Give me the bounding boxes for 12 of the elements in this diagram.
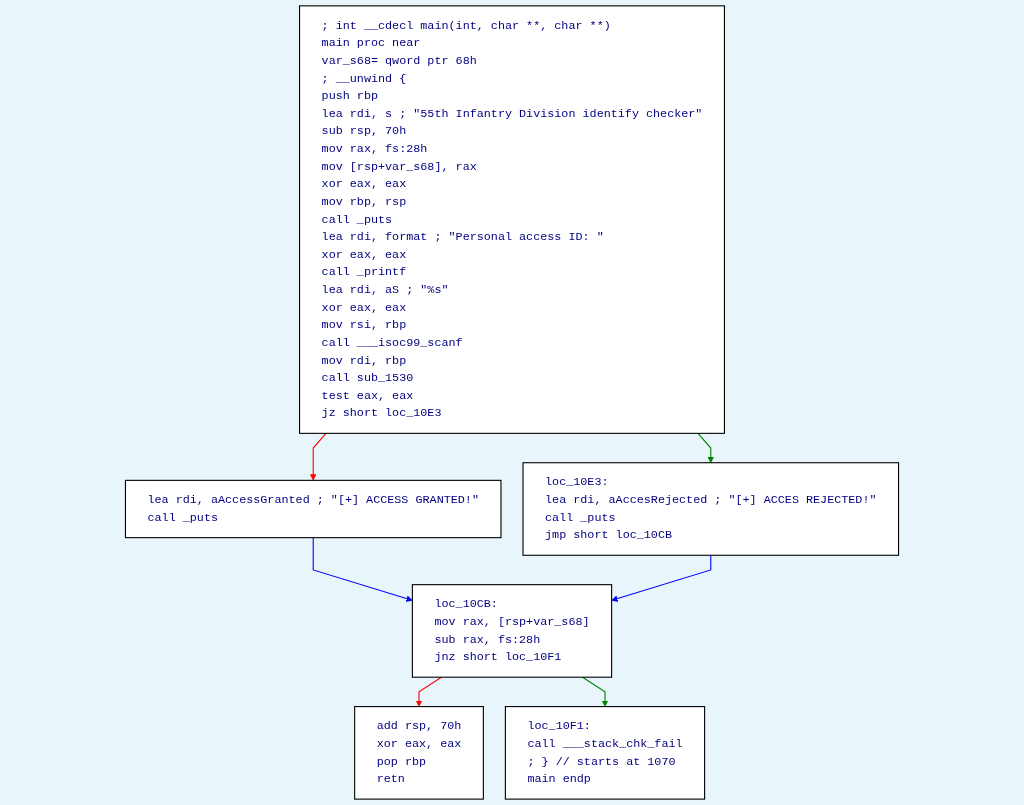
node-box: loc_10E3: lea rdi, aAccesRejected ; "[+] ACCES REJECTED!" call _puts jmp short loc_10CB xyxy=(522,462,900,556)
node-box: lea rdi, aAccessGranted ; "[+] ACCESS GRANTED!" call _puts xyxy=(124,479,502,539)
arrow xyxy=(312,537,413,602)
arrow xyxy=(697,432,714,463)
arrow xyxy=(310,432,327,481)
arrow xyxy=(611,554,712,602)
arrow xyxy=(415,676,442,707)
node-box: loc_10F1: call ___stack_chk_fail ; } // starts at 1070 main endp xyxy=(504,706,706,800)
node-box: add rsp, 70h xor eax, eax pop rbp retn xyxy=(354,706,484,800)
node-box: loc_10CB: mov rax, [rsp+var_s68] sub rax, fs:28h jnz short loc_10F1 xyxy=(411,584,613,678)
node-box: ; int __cdecl main(int, char **, char **) main proc near var_s68= qword ptr 68h ; __unwind { push rbp lea rdi, s ; "55th Infantry Division identify checker" sub rsp, 70h mov rax, fs:28h mov [rsp+var_s68], rax xor eax, eax mov rbp, rsp call _puts lea rdi, format ; "Personal access ID: " xor eax, eax call _printf lea rdi, aS ; "%s" xor eax, eax mov rsi, rbp call ___isoc99_scanf mov rdi, rbp call sub_1530 test eax, eax jz short loc_10E3 xyxy=(299,5,725,434)
arrow xyxy=(582,676,609,707)
